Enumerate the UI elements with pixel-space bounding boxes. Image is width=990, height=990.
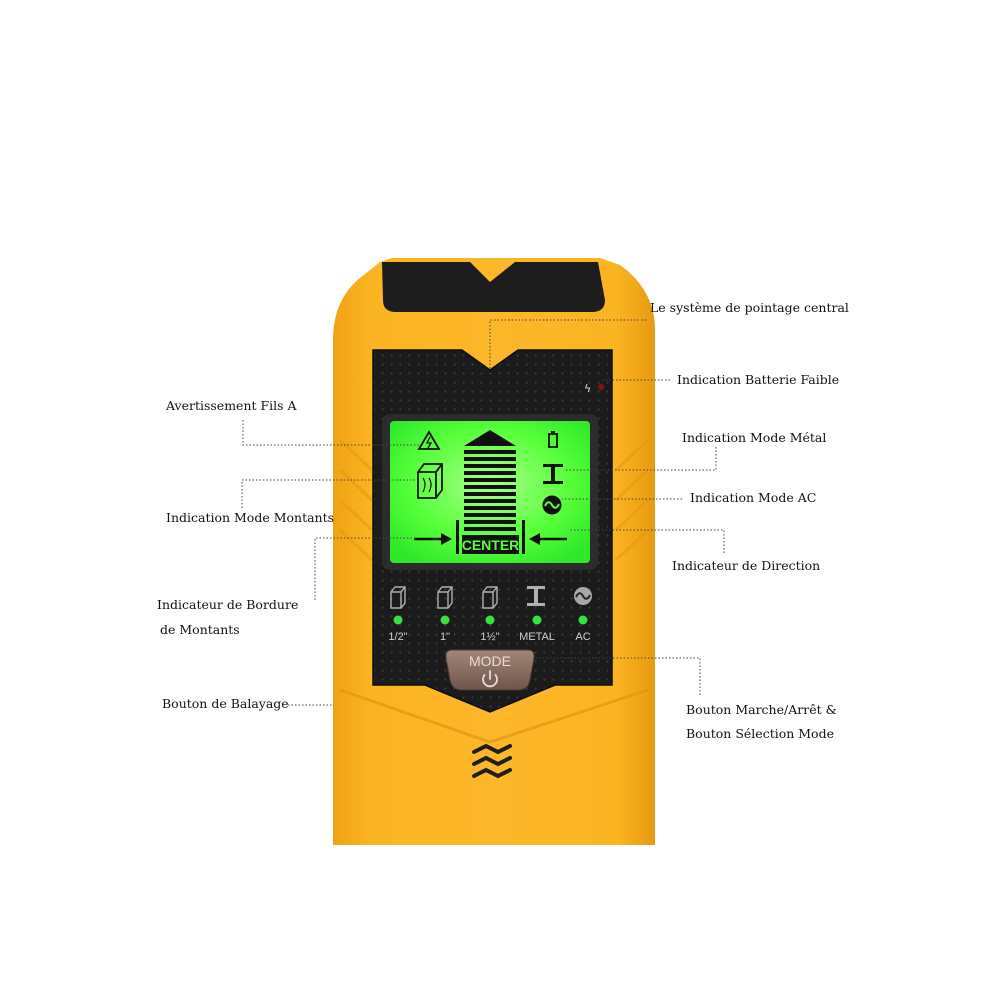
- power-icon: [482, 670, 498, 688]
- callout-metal-mode: Indication Mode Métal: [682, 430, 827, 445]
- center-text: CENTER: [462, 537, 520, 553]
- mode-label-one-inch: 1": [440, 631, 450, 643]
- signal-bars: [464, 430, 516, 531]
- lightning-icon: ϟ: [584, 382, 591, 395]
- callout-central-pointing: Le système de pointage central: [650, 300, 849, 315]
- ac-icon: [574, 587, 592, 605]
- direction-indicator: [414, 520, 567, 554]
- callout-direction: Indicateur de Direction: [672, 558, 821, 573]
- mode-label-half-inch: 1/2": [388, 631, 407, 643]
- callout-wire-warning: Avertissement Fils A: [166, 398, 297, 413]
- callout-scan-button: Bouton de Balayage: [162, 696, 289, 711]
- callout-stud-mode: Indication Mode Montants: [166, 510, 335, 525]
- metal-mode-icon: [543, 464, 563, 484]
- wire-warning-icon: [417, 430, 441, 450]
- mode-label-ac: AC: [575, 631, 590, 643]
- metal-icon: [527, 586, 545, 606]
- mode-button[interactable]: MODE: [445, 649, 535, 691]
- callout-power-line2: Bouton Sélection Mode: [686, 726, 834, 741]
- callout-lines: [241, 319, 725, 706]
- ac-mode-icon: [542, 495, 562, 515]
- callout-stud-edge-line2: de Montants: [160, 622, 240, 637]
- callout-stud-edge-line1: Indicateur de Bordure: [157, 597, 299, 612]
- mode-label-metal: METAL: [519, 631, 555, 643]
- battery-icon: [548, 431, 558, 448]
- led-ac: [578, 615, 588, 625]
- led-metal: [532, 615, 542, 625]
- lcd-screen: CENTER: [382, 414, 598, 570]
- stud-half-inch-icon: [390, 586, 406, 609]
- stud-one-half-inch-icon: [482, 586, 498, 609]
- center-box: [462, 535, 519, 554]
- led-half-inch: [393, 615, 403, 625]
- stud-one-inch-icon: [437, 586, 453, 609]
- speaker-grille: [472, 743, 512, 779]
- low-battery-led: [598, 384, 604, 390]
- led-one-inch: [440, 615, 450, 625]
- mode-label-one-half-inch: 1½": [480, 631, 499, 643]
- callout-ac-mode: Indication Mode AC: [690, 490, 817, 505]
- mode-indicators: 1/2" 1" 1½" METAL AC: [388, 586, 592, 643]
- stud-mode-icon: [417, 463, 443, 499]
- callout-power-line1: Bouton Marche/Arrêt &: [686, 702, 837, 717]
- led-one-half-inch: [485, 615, 495, 625]
- mode-button-label: MODE: [469, 653, 511, 669]
- callout-low-battery: Indication Batterie Faible: [677, 372, 840, 387]
